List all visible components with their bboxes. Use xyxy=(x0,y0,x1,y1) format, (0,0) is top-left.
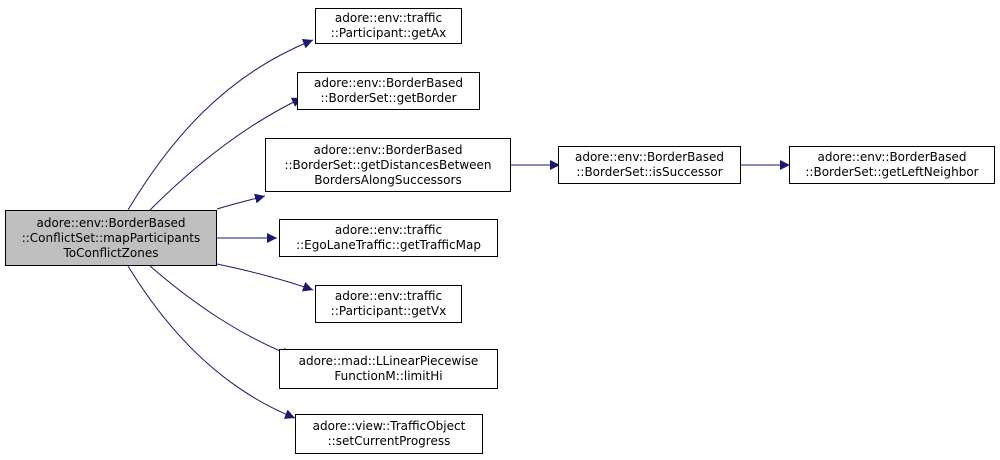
node-label-line: BordersAlongSuccessors xyxy=(314,172,462,187)
node-label-line: ::Participant::getAx xyxy=(330,26,447,40)
node-label-line: adore::env::traffic xyxy=(334,11,443,25)
node-label-line: adore::env::BorderBased xyxy=(313,142,463,157)
node-label-line: ::BorderSet::getBorder xyxy=(320,91,457,105)
node-label-line: ::setCurrentProgress xyxy=(327,434,451,448)
node-label-line: adore::view::TrafficObject xyxy=(312,419,466,433)
edge-root-to-getAx xyxy=(127,39,314,211)
node-root-mapParticipantsToConflictZones[interactable]: adore::env::BorderBased ::ConflictSet::m… xyxy=(5,210,217,266)
node-participant-getVx[interactable]: adore::env::traffic ::Participant::getVx xyxy=(315,285,462,323)
node-llinearpiecewisefunctionm-limitHi[interactable]: adore::mad::LLinearPiecewise FunctionM::… xyxy=(279,349,498,389)
node-borderset-isSuccessor[interactable]: adore::env::BorderBased ::BorderSet::isS… xyxy=(558,146,741,184)
node-borderset-getLeftNeighbor[interactable]: adore::env::BorderBased ::BorderSet::get… xyxy=(789,146,995,184)
node-label-line: adore::env::traffic xyxy=(334,223,443,237)
node-label-line: ToConflictZones xyxy=(63,245,159,260)
node-label-line: adore::mad::LLinearPiecewise xyxy=(298,354,479,368)
node-egolanetraffic-getTrafficMap[interactable]: adore::env::traffic ::EgoLaneTraffic::ge… xyxy=(279,219,498,257)
node-label-line: adore::env::BorderBased xyxy=(574,150,725,164)
edge-root-to-limitHi xyxy=(149,265,293,357)
node-label-line: FunctionM::limitHi xyxy=(334,369,443,383)
node-label-line: ::BorderSet::getLeftNeighbor xyxy=(805,165,979,179)
edge-root-to-getBorder xyxy=(149,97,303,211)
node-label-line: ::BorderSet::getDistancesBetween xyxy=(284,157,492,172)
node-label-line: ::BorderSet::isSuccessor xyxy=(576,165,723,179)
node-label-line: adore::env::BorderBased xyxy=(36,215,186,230)
node-label-line: ::Participant::getVx xyxy=(330,304,447,318)
node-label-line: ::EgoLaneTraffic::getTrafficMap xyxy=(296,238,481,252)
node-participant-getAx[interactable]: adore::env::traffic ::Participant::getAx xyxy=(315,8,462,44)
node-borderset-getDistancesBetweenBordersAlongSuccessors[interactable]: adore::env::BorderBased ::BorderSet::get… xyxy=(265,138,511,192)
edge-root-to-getDistances xyxy=(216,193,266,210)
node-label-line: adore::env::BorderBased xyxy=(817,150,967,164)
node-label-line: adore::env::traffic xyxy=(334,289,443,303)
edge-root-to-getVx xyxy=(216,263,314,292)
node-label-line: adore::env::BorderBased xyxy=(313,76,464,90)
edge-root-to-setCurrentProgress xyxy=(127,265,296,419)
node-borderset-getBorder[interactable]: adore::env::BorderBased ::BorderSet::get… xyxy=(297,72,480,110)
node-label-line: ::ConflictSet::mapParticipants xyxy=(21,230,201,245)
node-trafficobject-setCurrentProgress[interactable]: adore::view::TrafficObject ::setCurrentP… xyxy=(295,414,483,454)
